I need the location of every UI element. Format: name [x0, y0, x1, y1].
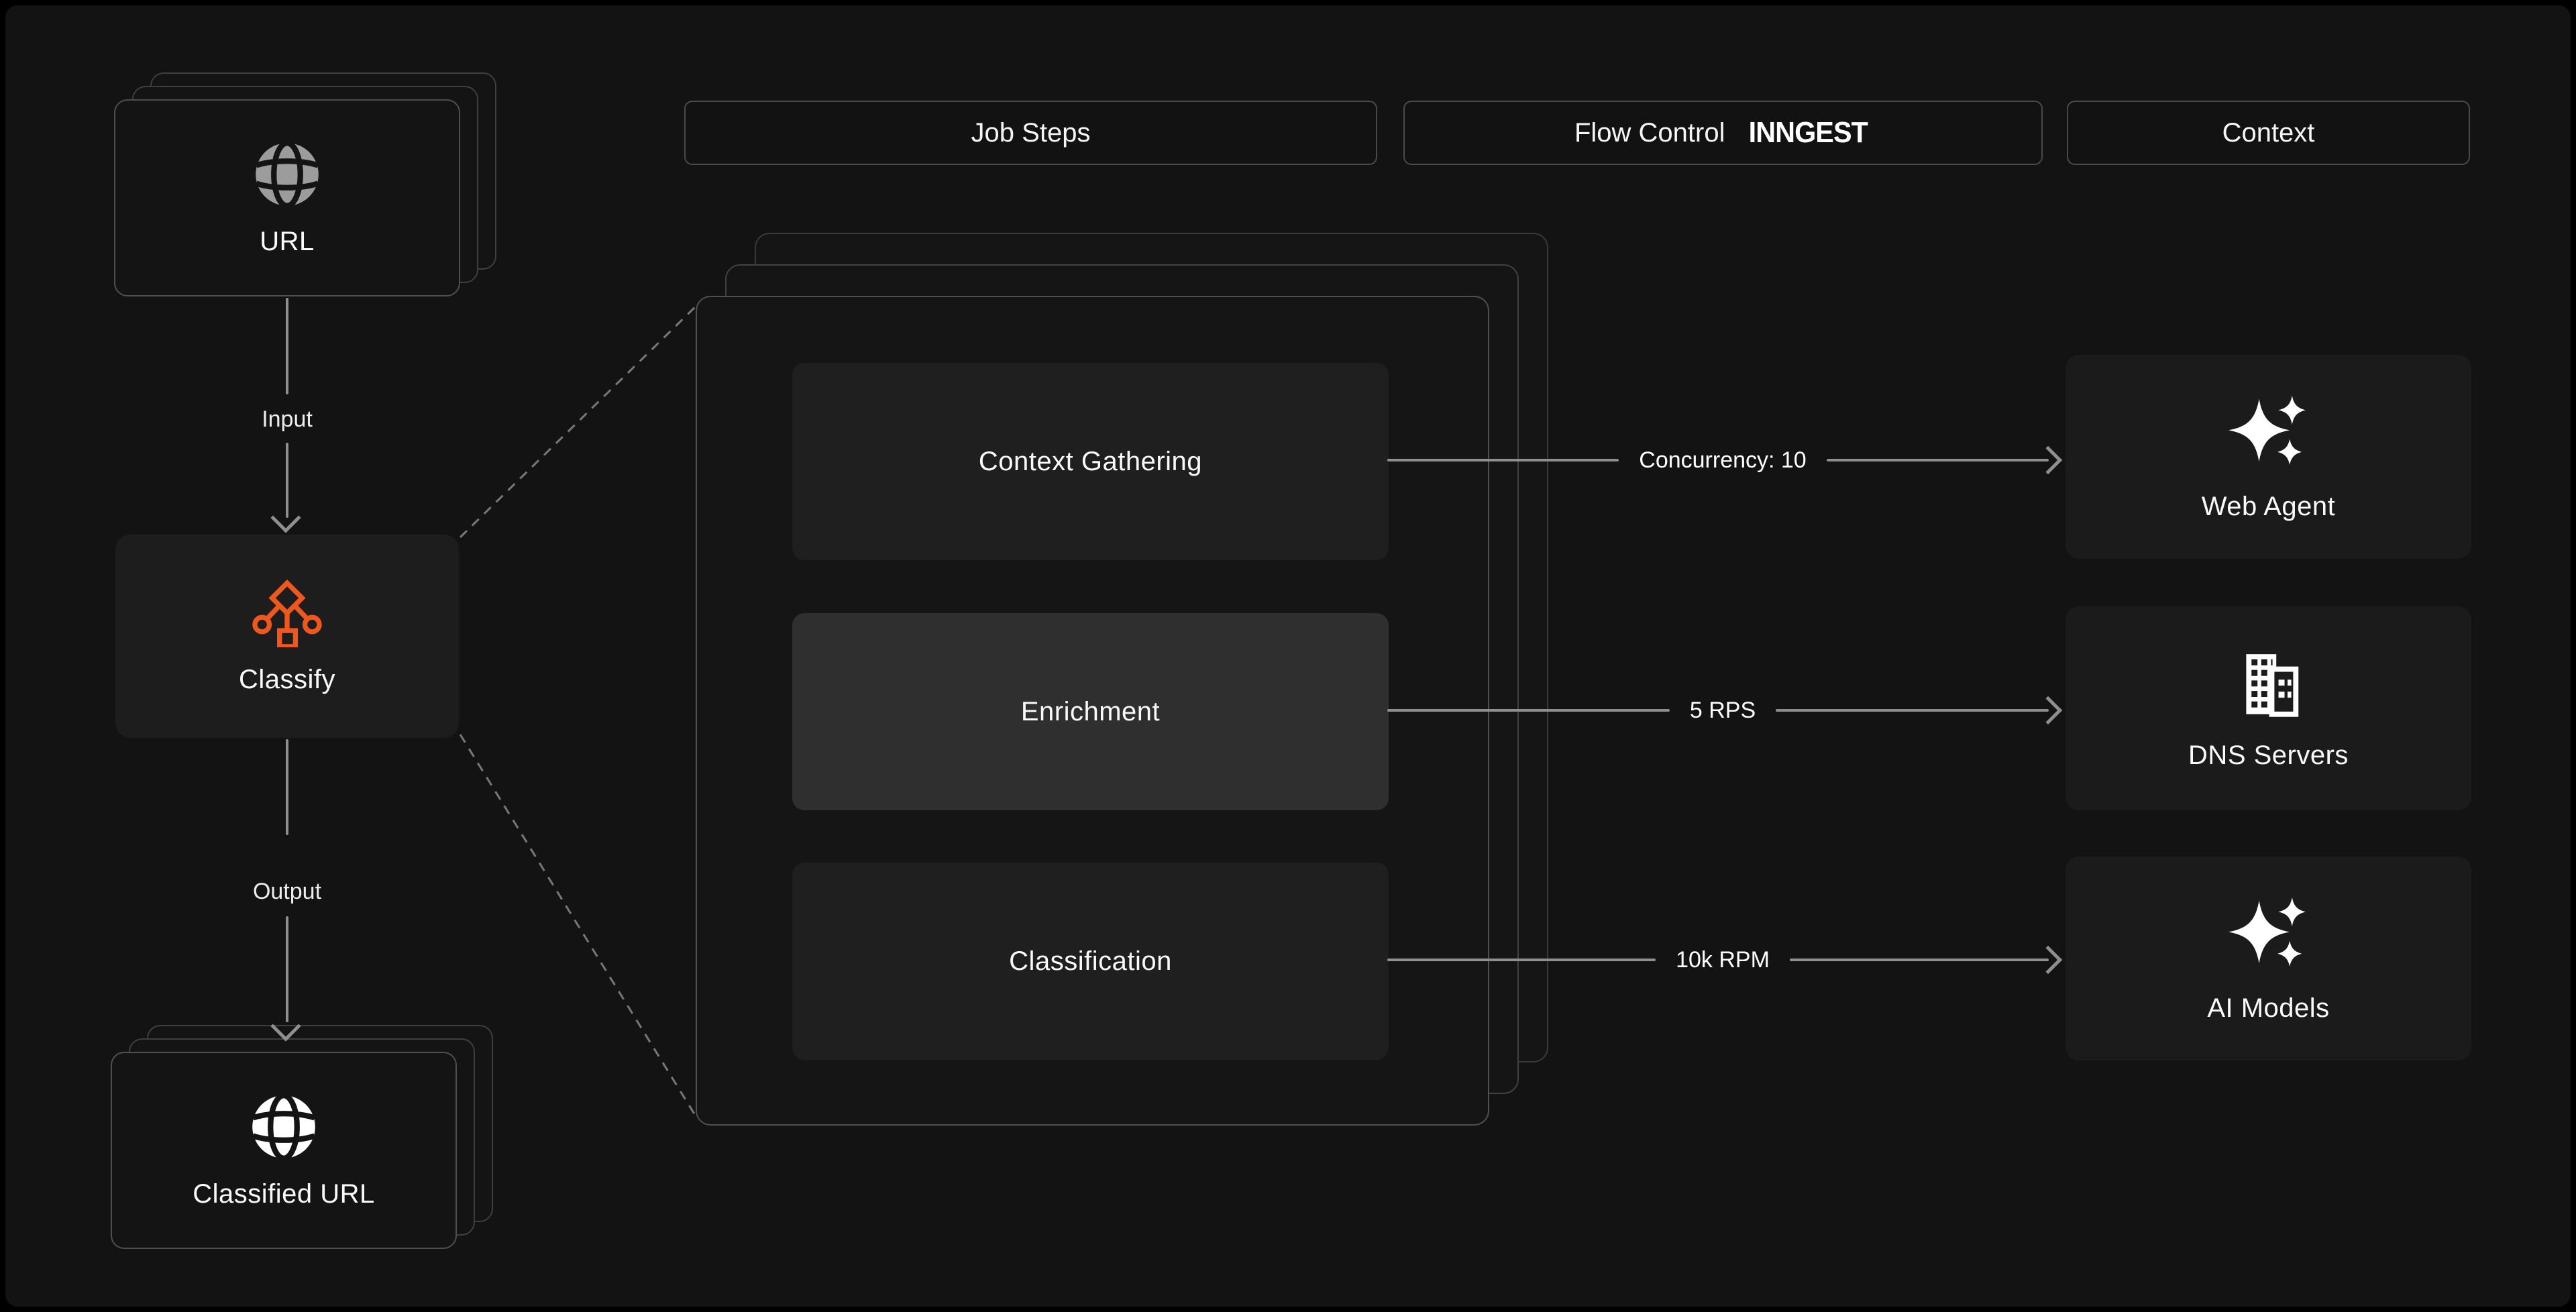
header-context-label: Context — [2222, 117, 2315, 148]
header-job-steps-label: Job Steps — [971, 117, 1091, 148]
arrow-line — [1826, 445, 2063, 475]
arrowhead-right-icon — [2033, 945, 2063, 975]
flow-arrow-rps: 5 RPS — [1387, 696, 2063, 725]
card-web-agent: Web Agent — [2065, 355, 2471, 559]
arrow-line — [1789, 945, 2063, 975]
header-context: Context — [2067, 101, 2470, 165]
arrow-line — [1387, 959, 1656, 961]
arrow-line — [286, 443, 288, 518]
header-flow-control: Flow Control INNGEST — [1403, 101, 2043, 165]
flow-arrow-concurrency: Concurrency: 10 — [1387, 445, 2063, 475]
inngest-logo: INNGEST — [1749, 116, 1868, 149]
classify-card: Classify — [115, 535, 459, 738]
arrow-line — [286, 298, 288, 394]
classify-tree-icon — [252, 579, 322, 647]
url-card-label: URL — [260, 226, 315, 256]
step-enrichment: Enrichment — [792, 613, 1389, 810]
step-label: Context Gathering — [978, 446, 1203, 476]
diagram-canvas: URL Input Classify Output — [5, 5, 2571, 1307]
dns-servers-label: DNS Servers — [2188, 740, 2349, 770]
step-label: Enrichment — [1020, 696, 1161, 726]
classified-url-card: Classified URL — [111, 1052, 457, 1249]
card-dns-servers: DNS Servers — [2065, 606, 2471, 810]
job-steps-panel: Context Gathering Enrichment Classificat… — [696, 296, 1489, 1126]
sparkles-icon — [2228, 395, 2306, 465]
web-agent-label: Web Agent — [2201, 491, 2336, 521]
arrow-line — [286, 916, 288, 1022]
flow-arrow-rps-label: 5 RPS — [1689, 697, 1756, 723]
globe-filled-icon — [252, 1092, 316, 1161]
arrowhead-right-icon — [2033, 696, 2063, 725]
card-ai-models: AI Models — [2065, 857, 2471, 1060]
sparkles-icon — [2228, 897, 2306, 967]
flow-arrow-rpm: 10k RPM — [1387, 945, 2063, 975]
ai-models-label: AI Models — [2207, 993, 2330, 1023]
arrow-line — [1387, 709, 1670, 712]
header-job-steps: Job Steps — [684, 101, 1377, 165]
globe-icon — [255, 140, 319, 209]
classified-url-card-label: Classified URL — [193, 1179, 375, 1209]
connector-dashed-bottom — [459, 734, 698, 1119]
header-flow-control-label: Flow Control — [1574, 117, 1725, 148]
url-card: URL — [114, 99, 460, 296]
classify-card-label: Classify — [238, 665, 336, 694]
arrow-line — [1776, 696, 2063, 725]
step-label: Classification — [1009, 946, 1172, 976]
step-context-gathering: Context Gathering — [792, 363, 1389, 560]
building-icon — [2245, 653, 2298, 717]
input-arrow-label: Input — [262, 406, 313, 432]
connector-dashed-top — [459, 304, 698, 539]
dashed-connectors — [459, 304, 698, 1119]
flow-arrow-concurrency-label: Concurrency: 10 — [1639, 447, 1807, 473]
flow-arrow-rpm-label: 10k RPM — [1676, 946, 1770, 973]
output-arrow-label: Output — [252, 879, 322, 904]
arrow-line — [286, 739, 288, 835]
step-classification: Classification — [792, 863, 1389, 1060]
arrow-line — [1387, 459, 1619, 461]
arrowhead-right-icon — [2033, 445, 2063, 475]
